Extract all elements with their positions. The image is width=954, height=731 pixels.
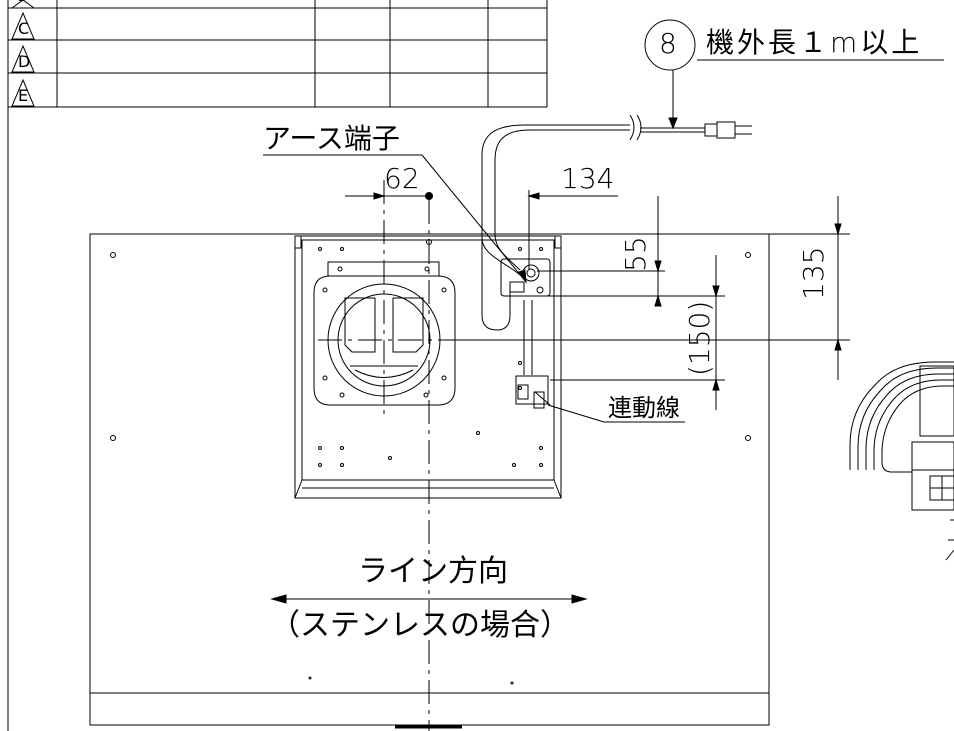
dim-134-label: 134 [561,162,615,195]
earth-terminal-leader [263,154,527,284]
revision-table [8,0,548,108]
stainless-label: （ステンレスの場合） [270,608,570,643]
earth-terminal-label: アース端子 [263,122,400,155]
center-lines [318,180,462,731]
line-direction-label: ライン方向 [358,554,508,589]
interlock-leader [547,404,685,423]
dim-62-label: 62 [384,162,420,195]
power-cord [481,114,752,331]
interlock-wire-label: 連動線 [608,394,680,422]
dim-150-label: (150) [683,300,716,376]
revision-mark-d: D [18,52,31,71]
dim-135-label: 135 [797,246,830,300]
panel-holes [110,239,751,685]
dim-62 [345,192,433,200]
terminal-box [500,258,551,409]
callout-8 [644,19,944,130]
dim-55 [537,196,725,307]
callout-number: 8 [659,27,677,60]
side-detail [849,361,954,561]
revision-mark-c: C [18,19,30,38]
cord-length-label: 機外長１m以上 [706,26,923,59]
dim-55-label: 55 [619,236,652,272]
revision-mark-b: B [18,0,26,4]
revision-mark-e: E [18,86,29,105]
dim-134 [527,190,618,270]
line-direction-arrow [270,594,588,604]
dim-150 [550,255,725,410]
dim-135 [462,196,850,380]
